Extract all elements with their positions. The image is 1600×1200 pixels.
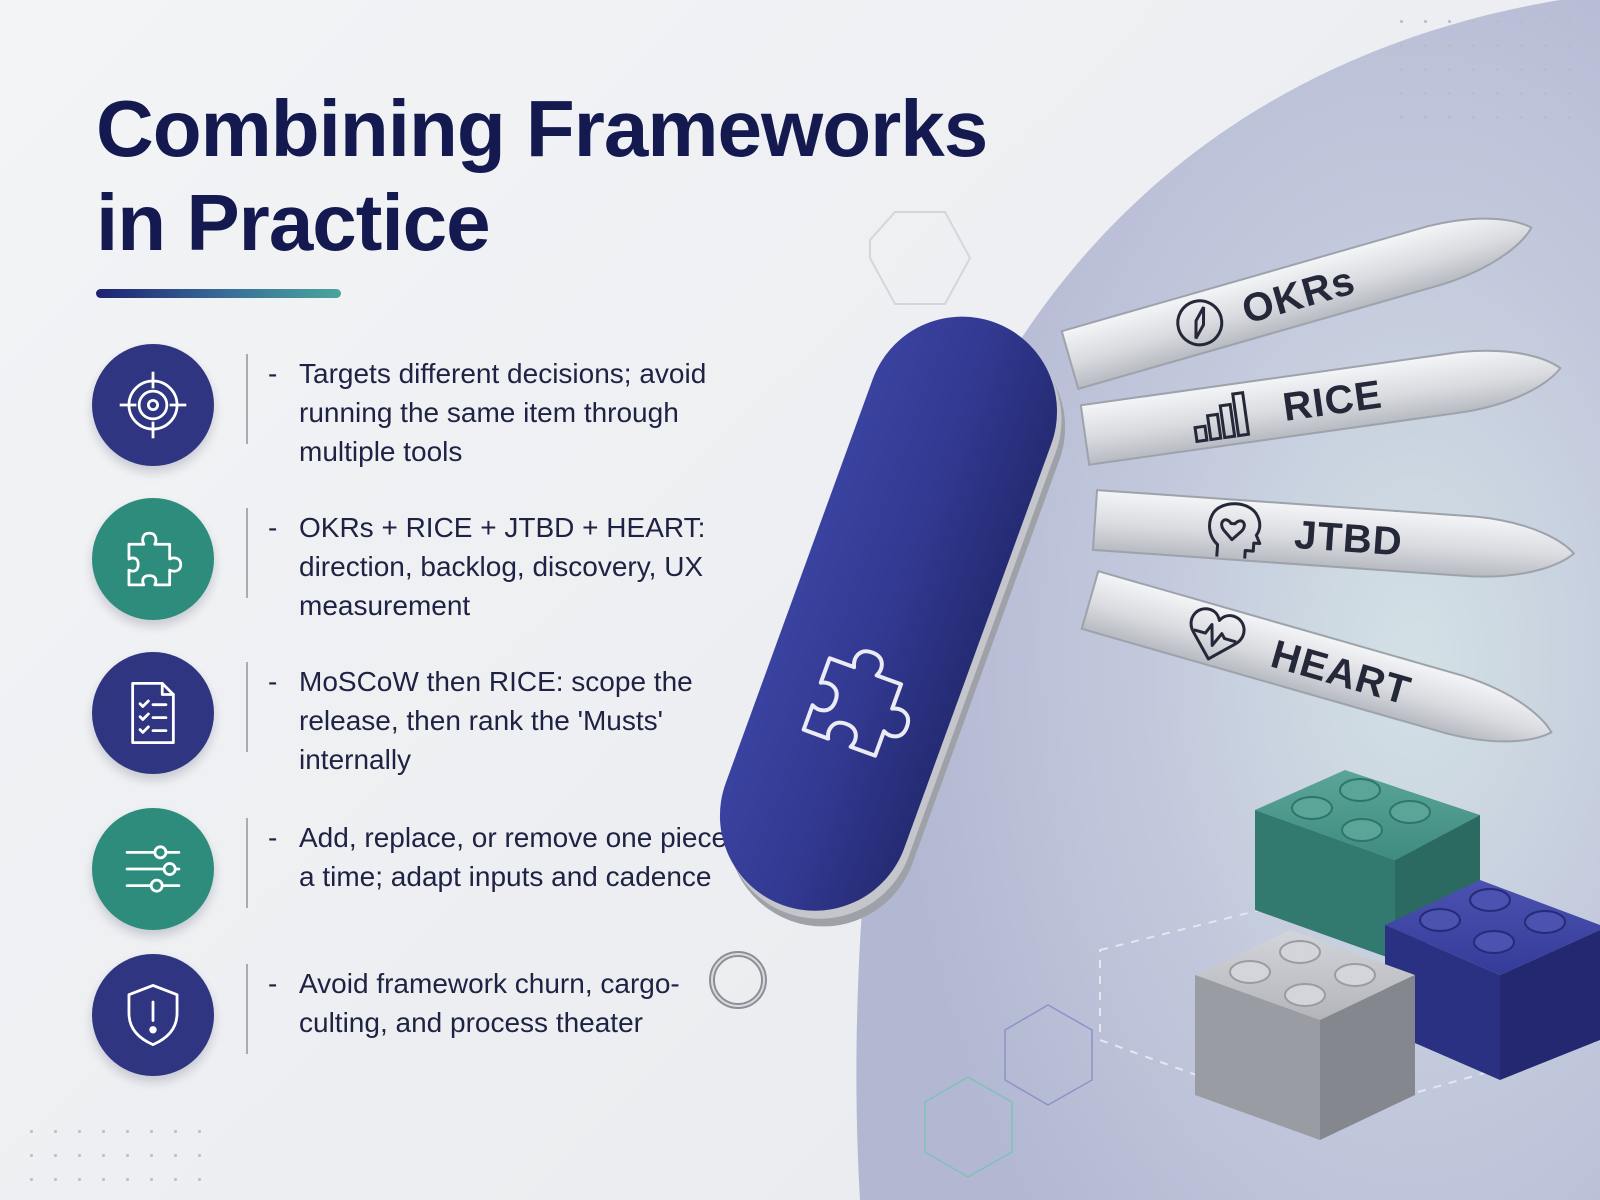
blade-jtbd: JTBD: [1091, 489, 1576, 578]
target-icon: [92, 344, 214, 466]
blade-rice: RICE: [1079, 349, 1562, 466]
blue-brick: [1385, 880, 1600, 1080]
checklist-icon: [92, 652, 214, 774]
compass-icon: [1176, 299, 1224, 347]
bullet-dash: -: [268, 822, 278, 853]
list-item: - Avoid framework churn, cargo-culting, …: [90, 950, 770, 1080]
page-title: Combining Frameworks in Practice: [96, 82, 1036, 270]
list-item-text: - Targets different decisions; avoid run…: [268, 354, 768, 471]
title-accent-rule: [96, 289, 341, 298]
item-divider: [246, 354, 248, 444]
list-item-label: MoSCoW then RICE: scope the release, the…: [299, 666, 693, 775]
bullet-dash: -: [268, 968, 278, 999]
list-item: - Targets different decisions; avoid run…: [90, 340, 770, 470]
puzzle-piece-icon: [801, 649, 910, 758]
heartbeat-icon: [1189, 607, 1246, 661]
hexagon-outline: [924, 1076, 1013, 1178]
item-divider: [246, 508, 248, 598]
bar-chart-icon: [1193, 390, 1251, 444]
dot-grid-bottom-left: [30, 1130, 230, 1181]
title-line-2: in Practice: [96, 178, 491, 267]
item-divider: [246, 964, 248, 1054]
list-item-label: Targets different decisions; avoid runni…: [299, 358, 707, 467]
head-heart-icon: [1208, 502, 1262, 559]
list-item-label: OKRs + RICE + JTBD + HEART: direction, b…: [299, 512, 706, 621]
list-item-text: - Add, replace, or remove one piece at a…: [268, 818, 768, 896]
puzzle-piece-icon: [92, 498, 214, 620]
keyring: [709, 951, 767, 1009]
item-divider: [246, 662, 248, 752]
list-item-text: - MoSCoW then RICE: scope the release, t…: [268, 662, 768, 779]
list-item-text: - OKRs + RICE + JTBD + HEART: direction,…: [268, 508, 768, 625]
bullet-dash: -: [268, 512, 278, 543]
blade-heart: HEART: [1080, 569, 1553, 743]
knife-handle: [719, 316, 1066, 927]
bullet-dash: -: [268, 666, 278, 697]
dot-grid-top-right: [1400, 20, 1580, 130]
grey-brick: [1195, 930, 1415, 1140]
hexagon-outline: [1004, 1004, 1093, 1106]
item-divider: [246, 818, 248, 908]
list-item: - Add, replace, or remove one piece at a…: [90, 804, 770, 934]
list-item: - OKRs + RICE + JTBD + HEART: direction,…: [90, 494, 770, 624]
title-line-1: Combining Frameworks: [96, 84, 988, 173]
list-item-label: Add, replace, or remove one piece at a t…: [299, 822, 759, 892]
hexagon-outline: [869, 211, 972, 305]
list-item-text: - Avoid framework churn, cargo-culting, …: [268, 964, 768, 1042]
shield-alert-icon: [92, 954, 214, 1076]
list-item: - MoSCoW then RICE: scope the release, t…: [90, 648, 770, 778]
list-item-label: Avoid framework churn, cargo-culting, an…: [299, 968, 680, 1038]
bullet-dash: -: [268, 358, 278, 389]
blade-label-jtbd: JTBD: [1293, 513, 1404, 564]
sliders-icon: [92, 808, 214, 930]
